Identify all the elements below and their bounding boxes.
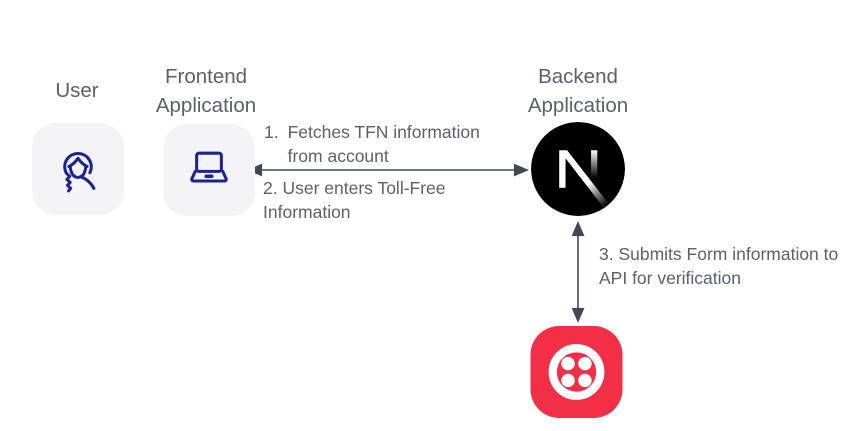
annotation-step2: 2. User enters Toll-Free Information	[263, 178, 446, 222]
annotation-step1: 1. Fetches TFN information from account	[264, 121, 486, 168]
frontend-node-label: Frontend Application	[155, 65, 257, 117]
user-node-label: User	[55, 79, 99, 102]
user-node	[32, 123, 124, 215]
annotation-step1-text: Fetches TFN information from account	[287, 122, 480, 166]
backend-node-label: Backend Application	[527, 65, 629, 117]
laptop-icon	[181, 142, 237, 198]
backend-node	[531, 122, 625, 216]
annotation-step1-marker: 1.	[264, 122, 279, 142]
twilio-logo-icon	[530, 326, 623, 418]
frontend-node	[163, 124, 255, 216]
arrow-backend-twilio	[571, 221, 585, 323]
twilio-node	[530, 326, 623, 418]
person-icon	[50, 141, 106, 197]
nextjs-logo-icon	[531, 122, 625, 216]
annotation-step3: 3. Submits Form information to API for v…	[599, 244, 839, 288]
